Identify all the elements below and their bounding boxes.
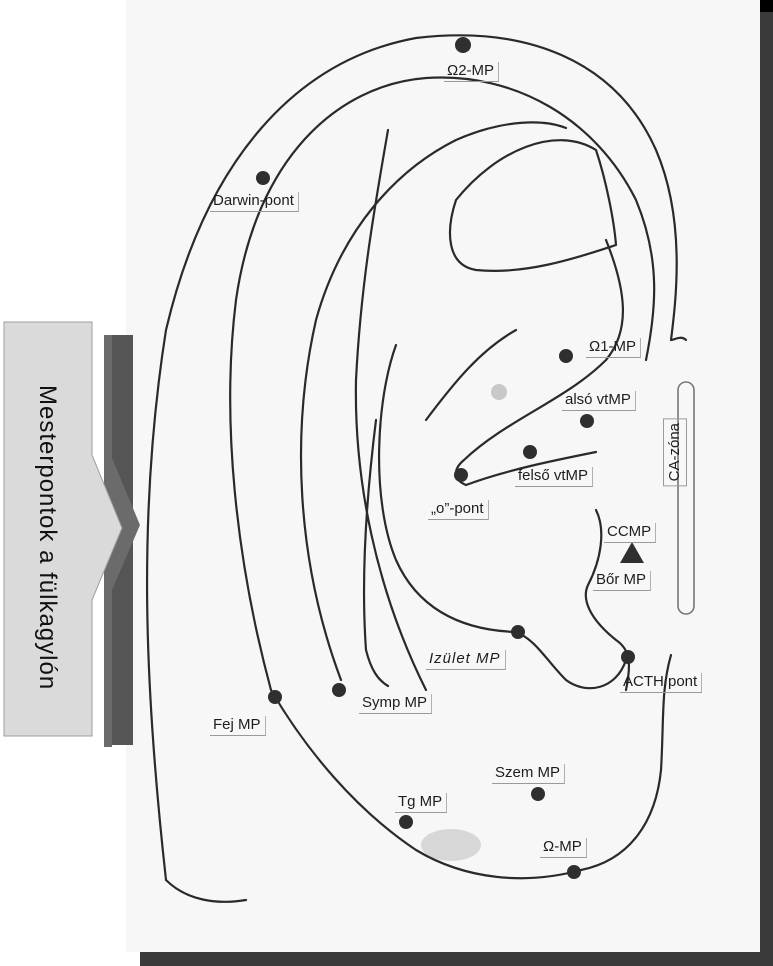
label-tg: Tg MP (395, 793, 448, 813)
label-darwin: Darwin-pont (210, 192, 299, 212)
concha-upper-line (454, 238, 624, 487)
omega1-point (559, 349, 573, 363)
ccmp-triangle (620, 542, 644, 563)
symp-line (362, 418, 390, 688)
o-point (454, 468, 468, 482)
label-ca-zona: CA-zóna (663, 418, 687, 487)
side-tab-shadow (105, 335, 133, 745)
concha-lower-line (377, 343, 628, 690)
omega-point (567, 865, 581, 879)
ca-zone-outline (677, 381, 695, 615)
also-vt-point (580, 414, 594, 428)
izulet-point (511, 625, 525, 639)
label-omega1: Ω1-MP (586, 338, 642, 358)
ear-outline-drawing (145, 34, 695, 903)
helix-inner-line (229, 76, 656, 692)
fej-point (268, 690, 282, 704)
darwin-point (256, 171, 270, 185)
symp-point (332, 683, 346, 697)
label-symp: Symp MP (359, 694, 433, 714)
omega2-point (455, 37, 471, 53)
earlobe-outline (269, 653, 673, 880)
antihelix-line (299, 121, 568, 682)
label-felso-vt: felső vtMP (515, 467, 594, 487)
label-acth: ACTH pont (620, 673, 703, 693)
faint-point (491, 384, 507, 400)
top-edge-shadow (760, 0, 773, 14)
helix-outer-line (145, 34, 688, 882)
label-szem: Szem MP (492, 764, 566, 784)
side-tab-label: Mesterpontok a fülkagylón (34, 385, 61, 691)
antihelix-lower-branch (424, 328, 518, 422)
concha-line (464, 450, 598, 487)
antihelix-branch (354, 128, 428, 692)
label-ccmp: CCMP (604, 523, 657, 543)
label-o-pont: „o”-pont (428, 500, 489, 520)
label-omega2: Ω2-MP (444, 62, 500, 82)
lobe-shading (421, 829, 481, 861)
label-bor: Bőr MP (593, 571, 652, 591)
label-also-vt: alsó vtMP (562, 391, 636, 411)
acth-point (621, 650, 635, 664)
ear-lower-edge (164, 878, 248, 903)
szem-point (531, 787, 545, 801)
ear-diagram-sheet: Ω2-MP Darwin-pont Ω1-MP alsó vtMP felső … (126, 0, 760, 952)
label-fej: Fej MP (210, 716, 266, 736)
triangular-fossa (448, 139, 618, 272)
tg-point (399, 815, 413, 829)
label-omega: Ω-MP (540, 838, 587, 858)
felso-vt-point (523, 445, 537, 459)
label-izulet: Izület MP (426, 650, 506, 670)
